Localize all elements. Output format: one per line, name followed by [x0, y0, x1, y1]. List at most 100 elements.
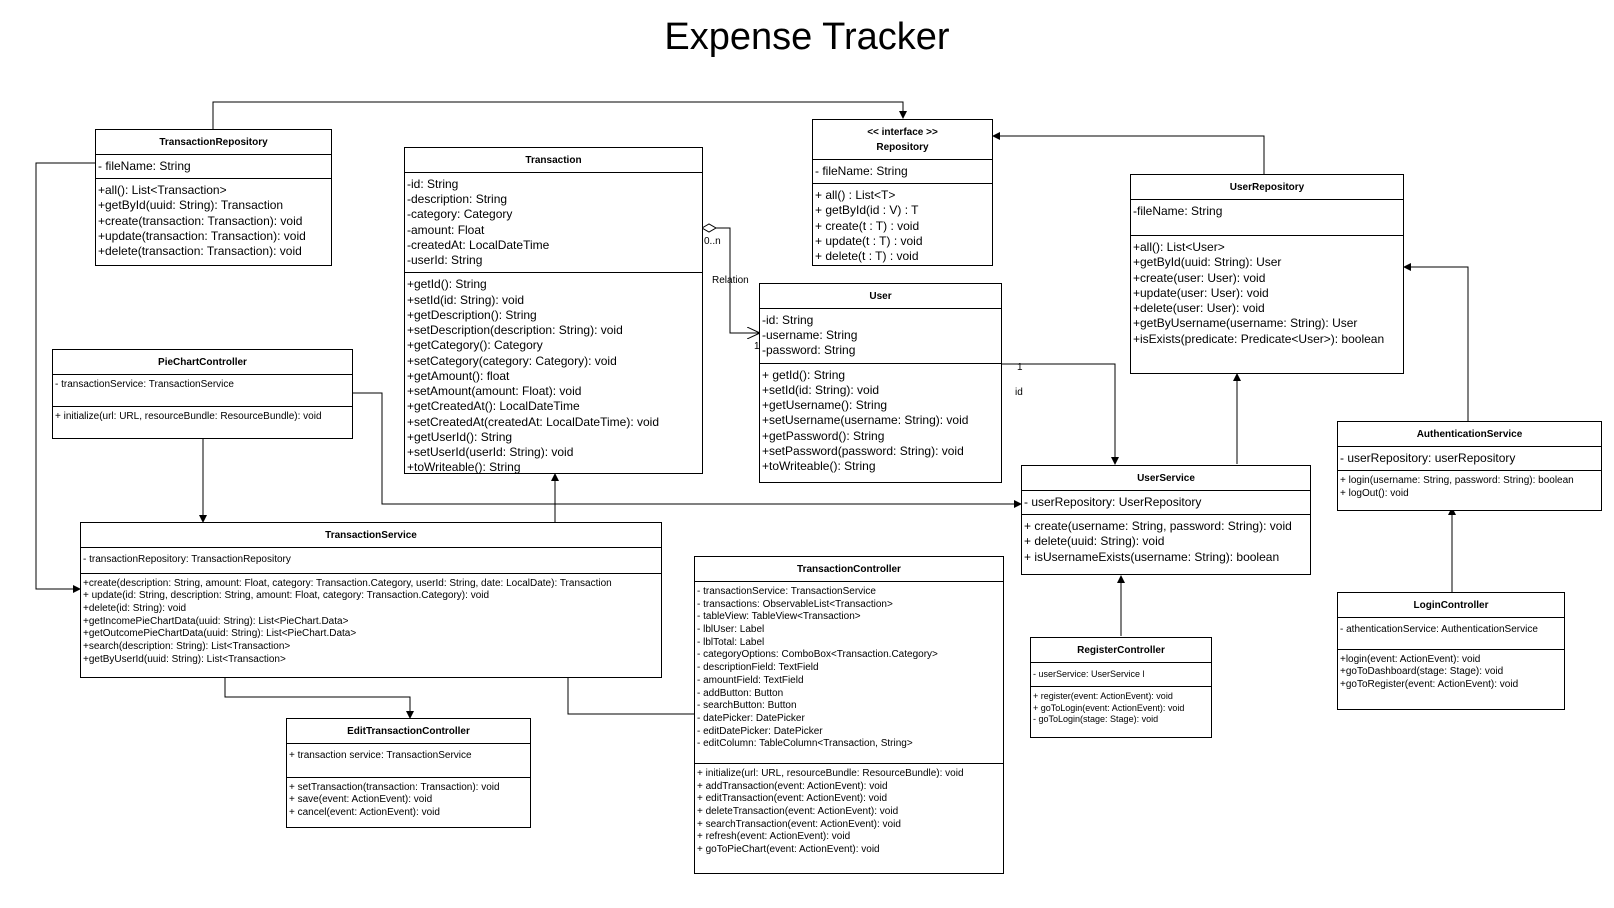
- connector-transactionrepo-to-repository: [212, 101, 907, 129]
- attributes-section: - transactionService: TransactionService: [53, 375, 352, 406]
- attribute: - fileName: String: [98, 159, 191, 173]
- method: +setUsername(username: String): void: [762, 413, 969, 428]
- attribute: -id: String: [762, 313, 814, 327]
- attributes-section: - transactionRepository: TransactionRepo…: [81, 548, 661, 573]
- attribute: - transactions: ObservableList<Transacti…: [697, 598, 893, 610]
- attributes-section: - userRepository: userRepository: [1338, 447, 1601, 470]
- method: +setCategory(category: Category): void: [407, 353, 617, 368]
- method: +getById(uuid: String): Transaction: [98, 198, 284, 213]
- methods-section: +all(): List<User> +getById(uuid: String…: [1131, 235, 1403, 351]
- methods-section: +all(): List<Transaction> +getById(uuid:…: [96, 178, 331, 263]
- method: + logOut(): void: [1340, 487, 1409, 499]
- method: + goToLogin(event: ActionEvent): void: [1033, 702, 1185, 713]
- attribute: - userRepository: userRepository: [1340, 451, 1516, 465]
- class-name: EditTransactionController: [287, 719, 530, 744]
- methods-section: + initialize(url: URL, resourceBundle: R…: [53, 405, 352, 428]
- method: +goToRegister(event: ActionEvent): void: [1340, 679, 1519, 691]
- attribute: - lblTotal: Label: [697, 636, 765, 648]
- attribute: - fileName: String: [815, 164, 908, 178]
- method: +setId(id: String): void: [407, 292, 525, 307]
- attribute: - editDatePicker: DatePicker: [697, 725, 823, 737]
- attribute: - descriptionField: TextField: [697, 662, 819, 674]
- attributes-section: - fileName: String: [96, 155, 331, 178]
- method: +create(description: String, amount: Flo…: [83, 577, 612, 589]
- attribute: -id: String: [407, 177, 459, 191]
- connector-transactionservice-to-edittransaction: [224, 677, 414, 719]
- method: +goToDashboard(stage: Stage): void: [1340, 666, 1504, 678]
- method: + register(event: ActionEvent): void: [1033, 691, 1173, 702]
- method: +getPassword(): String: [762, 428, 885, 443]
- method: +setPassword(password: String): void: [762, 443, 964, 458]
- method: +all(): List<Transaction>: [98, 183, 227, 198]
- class-authentication-service[interactable]: AuthenticationService - userRepository: …: [1337, 421, 1602, 511]
- role-label: id: [1015, 387, 1023, 398]
- method: +getUsername(): String: [762, 398, 888, 413]
- methods-section: +create(description: String, amount: Flo…: [81, 572, 661, 671]
- class-user-repository[interactable]: UserRepository -fileName: String +all():…: [1130, 174, 1404, 374]
- method: + save(event: ActionEvent): void: [289, 794, 433, 806]
- method: +delete(id: String): void: [83, 603, 187, 615]
- class-name: LoginController: [1338, 593, 1564, 618]
- class-name: TransactionService: [81, 523, 661, 548]
- stereotype: << interface >>: [867, 127, 938, 138]
- class-repository-interface[interactable]: << interface >> Repository - fileName: S…: [812, 119, 993, 266]
- method: +setCreatedAt(createdAt: LocalDateTime):…: [407, 414, 660, 429]
- attribute: - userRepository: UserRepository: [1024, 495, 1202, 509]
- class-register-controller[interactable]: RegisterController - userService: UserSe…: [1030, 637, 1212, 738]
- class-login-controller[interactable]: LoginController - athenticationService: …: [1337, 592, 1565, 710]
- class-name: Transaction: [405, 148, 702, 173]
- class-user[interactable]: User -id: String -username: String -pass…: [759, 283, 1002, 483]
- method: +getIncomePieChartData(uuid: String): Li…: [83, 615, 349, 627]
- class-transaction[interactable]: Transaction -id: String -description: St…: [404, 147, 703, 474]
- attribute: -category: Category: [407, 207, 513, 222]
- method: + deleteTransaction(event: ActionEvent):…: [697, 806, 899, 817]
- attribute: - tableView: TableView<Transaction>: [697, 611, 861, 623]
- class-transaction-controller[interactable]: TransactionController - transactionServi…: [694, 556, 1004, 874]
- class-name: User: [760, 284, 1001, 309]
- method: + getById(id : V) : T: [815, 203, 919, 218]
- connector-user-to-userservice: [1002, 363, 1119, 465]
- attribute: - transactionService: TransactionService: [55, 379, 234, 390]
- class-name: UserRepository: [1131, 175, 1403, 200]
- class-user-service[interactable]: UserService - userRepository: UserReposi…: [1021, 465, 1311, 575]
- method: +update(transaction: Transaction): void: [98, 228, 306, 243]
- method: +isExists(predicate: Predicate<User>): b…: [1133, 331, 1385, 346]
- attributes-section: -fileName: String: [1131, 200, 1403, 235]
- method: +getById(uuid: String): User: [1133, 255, 1282, 270]
- class-transaction-repository[interactable]: TransactionRepository - fileName: String…: [95, 129, 332, 266]
- attributes-section: -id: String -username: String -password:…: [760, 309, 1001, 363]
- methods-section: + all() : List<T> + getById(id : V) : T …: [813, 183, 992, 268]
- method: +update(user: User): void: [1133, 285, 1269, 300]
- class-name: TransactionRepository: [96, 130, 331, 155]
- attribute: - transactionService: TransactionService: [697, 586, 876, 597]
- class-name: RegisterController: [1031, 638, 1211, 663]
- connector-transactionrepo-to-transactionservice: [35, 162, 95, 593]
- class-name: TransactionController: [695, 557, 1003, 582]
- method: + login(username: String, password: Stri…: [1340, 475, 1574, 487]
- method: +toWriteable(): String: [762, 459, 876, 474]
- method: + create(t : T) : void: [815, 218, 920, 233]
- connector-authservice-to-userrepo: [1403, 263, 1469, 421]
- method: +getOutcomePieChartData(uuid: String): L…: [83, 628, 357, 640]
- attributes-section: - transactionService: TransactionService…: [695, 582, 1003, 763]
- method: +getId(): String: [407, 277, 487, 292]
- class-edit-transaction-controller[interactable]: EditTransactionController + transaction …: [286, 718, 531, 828]
- method: + cancel(event: ActionEvent): void: [289, 807, 440, 819]
- method: +setDescription(description: String): vo…: [407, 323, 623, 338]
- method: + create(username: String, password: Str…: [1024, 519, 1292, 534]
- relation-label: Relation: [712, 275, 749, 286]
- connector-userrepo-to-repository: [992, 132, 1265, 174]
- method: +setUserId(userId: String): void: [407, 444, 574, 459]
- methods-section: + setTransaction(transaction: Transactio…: [287, 776, 530, 824]
- class-pie-chart-controller[interactable]: PieChartController - transactionService:…: [52, 349, 353, 439]
- method: + initialize(url: URL, resourceBundle: R…: [697, 767, 964, 779]
- attribute: + transaction service: TransactionServic…: [289, 750, 472, 761]
- attributes-section: -id: String -description: String -catego…: [405, 173, 702, 272]
- attribute: - searchButton: Button: [697, 700, 797, 712]
- class-transaction-service[interactable]: TransactionService - transactionReposito…: [80, 522, 662, 678]
- method: + isUsernameExists(username: String): bo…: [1024, 549, 1280, 564]
- method: +getAmount(): float: [407, 368, 510, 383]
- attribute: -userId: String: [407, 253, 483, 268]
- method: +getByUsername(username: String): User: [1133, 316, 1358, 331]
- method: +getCreatedAt(): LocalDateTime: [407, 399, 580, 414]
